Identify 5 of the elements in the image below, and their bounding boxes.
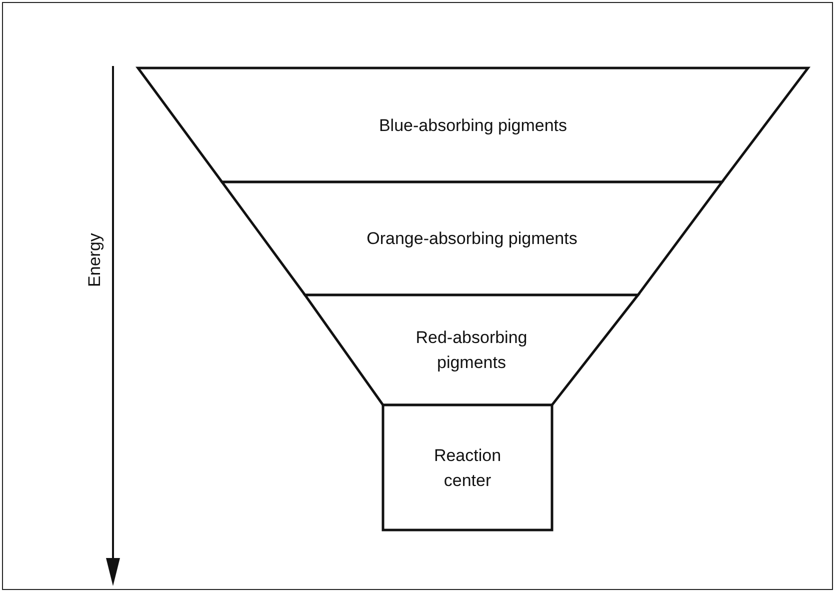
box-label: Reaction center	[432, 444, 502, 492]
axis-label: Energy	[85, 232, 105, 289]
band-label: Orange-absorbing pigments	[366, 228, 578, 250]
band-label: Blue-absorbing pigments	[378, 114, 568, 136]
band-label: Red-absorbing pigments	[414, 327, 528, 374]
